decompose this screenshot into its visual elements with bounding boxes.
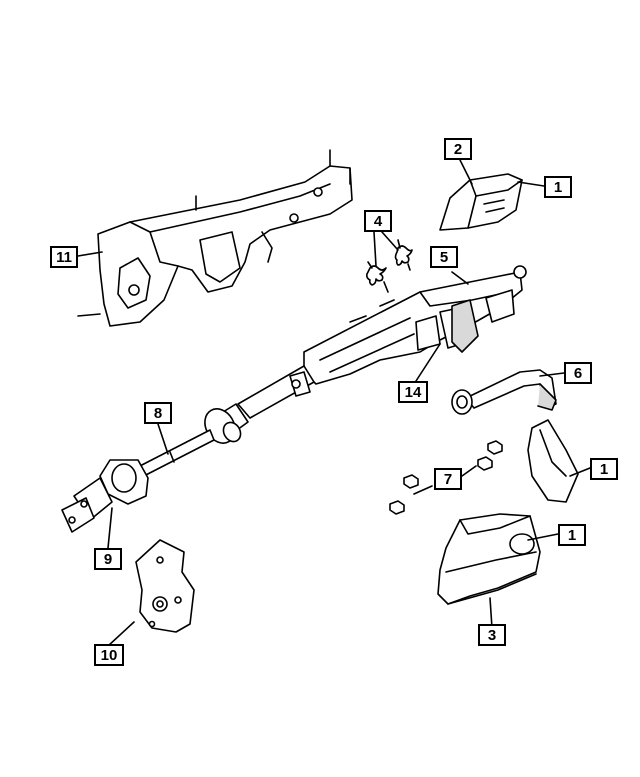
upper-shroud bbox=[439, 173, 523, 231]
callout-1-mid: 1 bbox=[590, 458, 618, 480]
callout-10: 10 bbox=[94, 644, 124, 666]
universal-joint bbox=[61, 459, 149, 533]
callout-5: 5 bbox=[430, 246, 458, 268]
callout-1-low: 1 bbox=[558, 524, 586, 546]
leader-lines bbox=[77, 159, 591, 647]
callout-6: 6 bbox=[564, 362, 592, 384]
callout-1-top: 1 bbox=[544, 176, 572, 198]
column-shaft bbox=[204, 365, 315, 444]
floor-bracket bbox=[135, 539, 195, 633]
lower-shroud bbox=[437, 513, 541, 605]
callout-11: 11 bbox=[50, 246, 78, 268]
callout-14: 14 bbox=[398, 381, 428, 403]
callout-7: 7 bbox=[434, 468, 462, 490]
callout-9: 9 bbox=[94, 548, 122, 570]
lower-trim-cover bbox=[527, 419, 579, 503]
callout-8: 8 bbox=[144, 402, 172, 424]
callout-2: 2 bbox=[444, 138, 472, 160]
support-bracket bbox=[77, 149, 353, 327]
callout-4: 4 bbox=[364, 210, 392, 232]
callout-3: 3 bbox=[478, 624, 506, 646]
nut-set bbox=[389, 440, 503, 515]
column-upper-assembly bbox=[303, 265, 527, 385]
tilt-lever bbox=[451, 369, 557, 415]
spring-pair bbox=[366, 239, 413, 293]
intermediate-shaft bbox=[135, 429, 215, 479]
